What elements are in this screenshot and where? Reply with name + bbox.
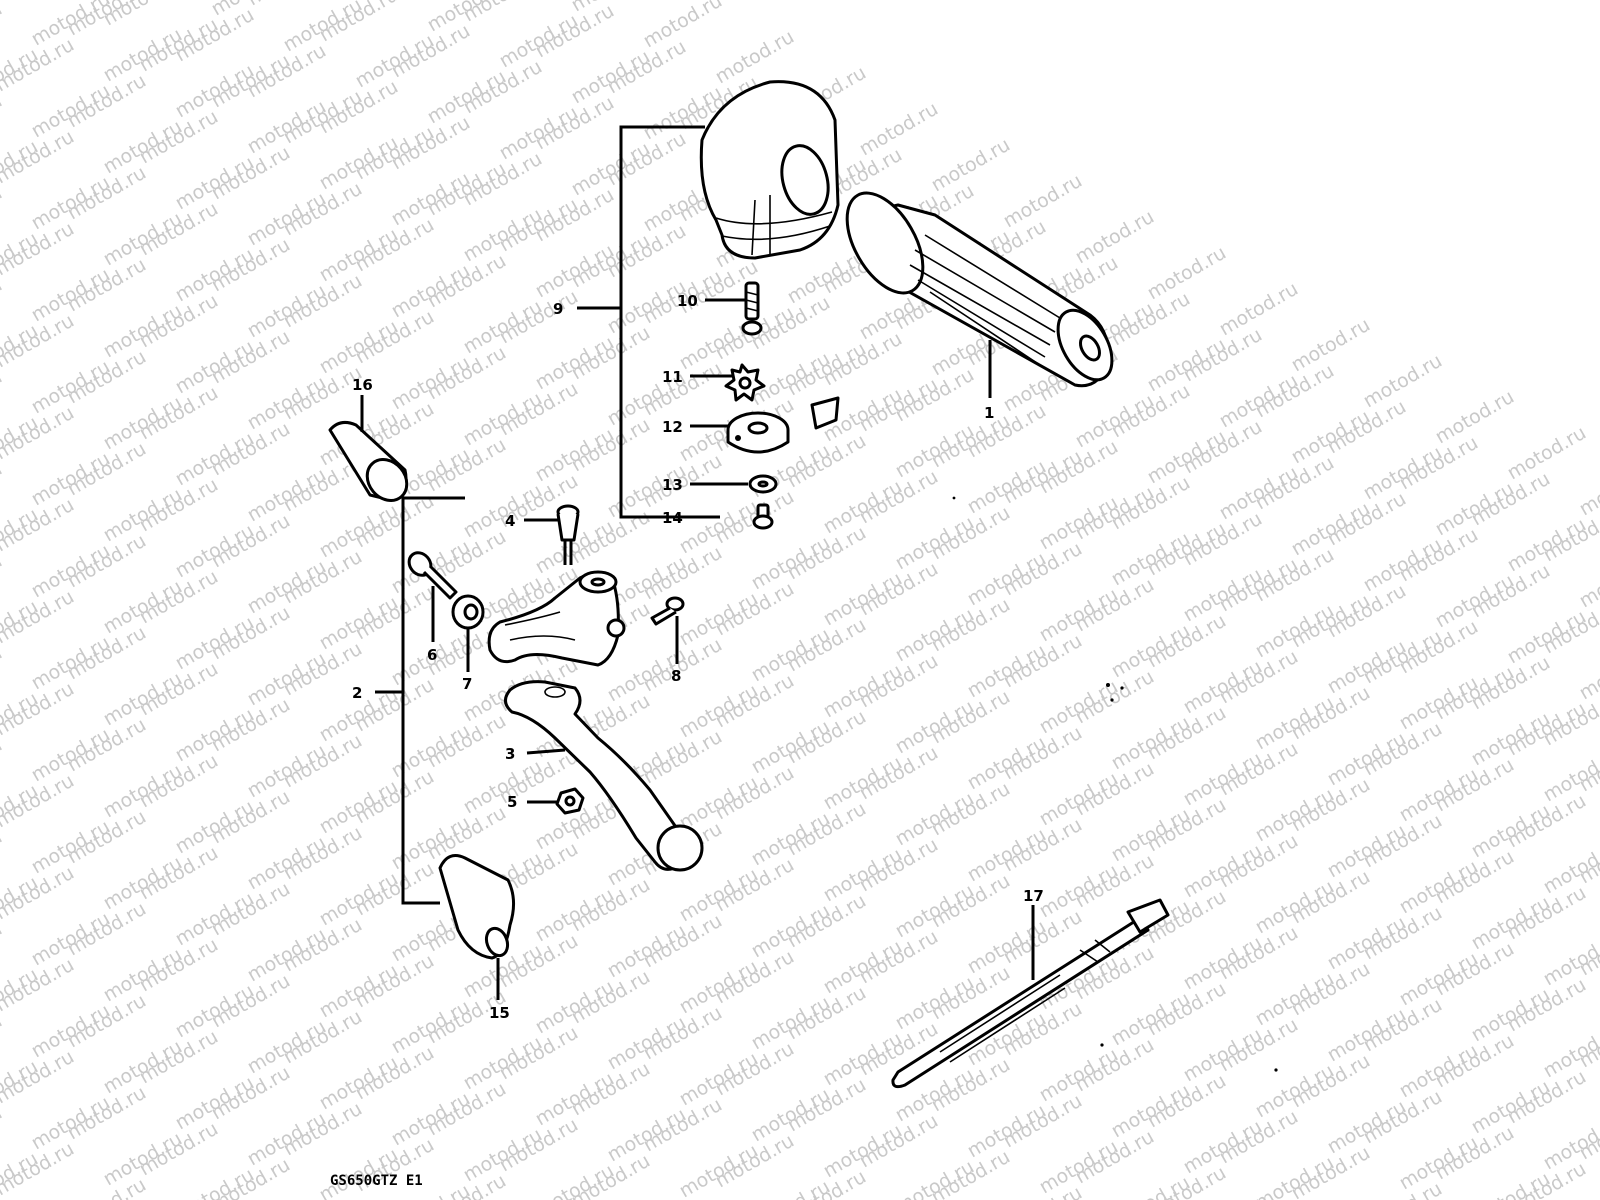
watermark-text: motod.ru xyxy=(892,1156,978,1200)
watermark-text: motod.ru xyxy=(1108,1172,1194,1200)
scan-specks xyxy=(952,496,1278,1072)
callout-8: 8 xyxy=(671,667,681,685)
part-throttle-housing xyxy=(699,80,840,260)
watermark-text: motod.ru xyxy=(748,1176,834,1200)
callout-2: 2 xyxy=(352,684,362,702)
watermark-text: motod.ru xyxy=(0,918,6,981)
callout-labels: 1 2 3 4 5 6 7 8 9 10 11 12 13 14 15 16 1… xyxy=(352,292,1044,1022)
callout-6: 6 xyxy=(427,646,437,664)
callout-10: 10 xyxy=(677,292,698,310)
callout-14: 14 xyxy=(662,509,683,527)
watermark-text: motod.ru xyxy=(0,182,6,245)
part-screw-8 xyxy=(650,596,685,626)
watermark-text: motod.ru xyxy=(0,90,6,153)
watermark-text: motod.ru xyxy=(1576,642,1600,705)
callout-13: 13 xyxy=(662,476,683,494)
part-bolt-6 xyxy=(407,551,458,600)
part-pivot-bolt-4 xyxy=(556,504,580,565)
part-lever-bracket xyxy=(487,570,626,667)
part-washer-13 xyxy=(748,474,778,494)
callout-16: 16 xyxy=(352,376,373,394)
watermark-text: motod.ru xyxy=(0,734,6,797)
watermark-text: motod.ru xyxy=(244,0,330,10)
part-lever-boot-15 xyxy=(438,854,515,960)
watermark-text: motod.ru xyxy=(0,642,6,705)
part-grip xyxy=(845,191,1114,388)
callout-4: 4 xyxy=(505,512,515,530)
part-screw-14 xyxy=(752,503,774,530)
watermark-text: motod.ru xyxy=(0,274,6,337)
part-screw-10 xyxy=(741,281,763,336)
callout-7: 7 xyxy=(462,675,472,693)
part-cable-guide-12 xyxy=(726,396,840,454)
watermark-text: motod.ru xyxy=(0,458,6,521)
callout-5: 5 xyxy=(507,793,517,811)
watermark-text: motod.ru xyxy=(0,0,6,60)
part-cable-tie-17 xyxy=(891,898,1170,1089)
callout-9: 9 xyxy=(553,300,563,318)
watermark-text: motod.ru xyxy=(0,0,78,4)
watermark-text: motod.ru xyxy=(0,550,6,613)
callout-12: 12 xyxy=(662,418,683,436)
part-boot-16 xyxy=(328,420,409,502)
watermark-text: motod.ru xyxy=(0,1102,6,1165)
watermark-text: motod.ru xyxy=(0,0,42,14)
part-star-washer-11 xyxy=(724,363,766,402)
watermark-text: motod.ru xyxy=(0,826,6,889)
watermark-text: motod.ru xyxy=(1252,1152,1338,1200)
diagram-caption: GS650GTZ E1 xyxy=(330,1173,423,1189)
watermark-text: motod.ru xyxy=(0,366,6,429)
watermark-text: motod.ru xyxy=(0,1010,6,1073)
part-nut-5 xyxy=(555,787,585,815)
callout-3: 3 xyxy=(505,745,515,763)
callout-1: 1 xyxy=(984,404,994,422)
watermark-text: motod.ru xyxy=(1576,550,1600,613)
callout-17: 17 xyxy=(1023,887,1044,905)
callout-15: 15 xyxy=(489,1004,510,1022)
part-washer-7 xyxy=(451,594,485,630)
leader-lines xyxy=(360,125,1035,1000)
part-lever-3 xyxy=(504,680,704,872)
watermark-text: motod.ru xyxy=(1576,458,1600,521)
callout-11: 11 xyxy=(662,368,683,386)
